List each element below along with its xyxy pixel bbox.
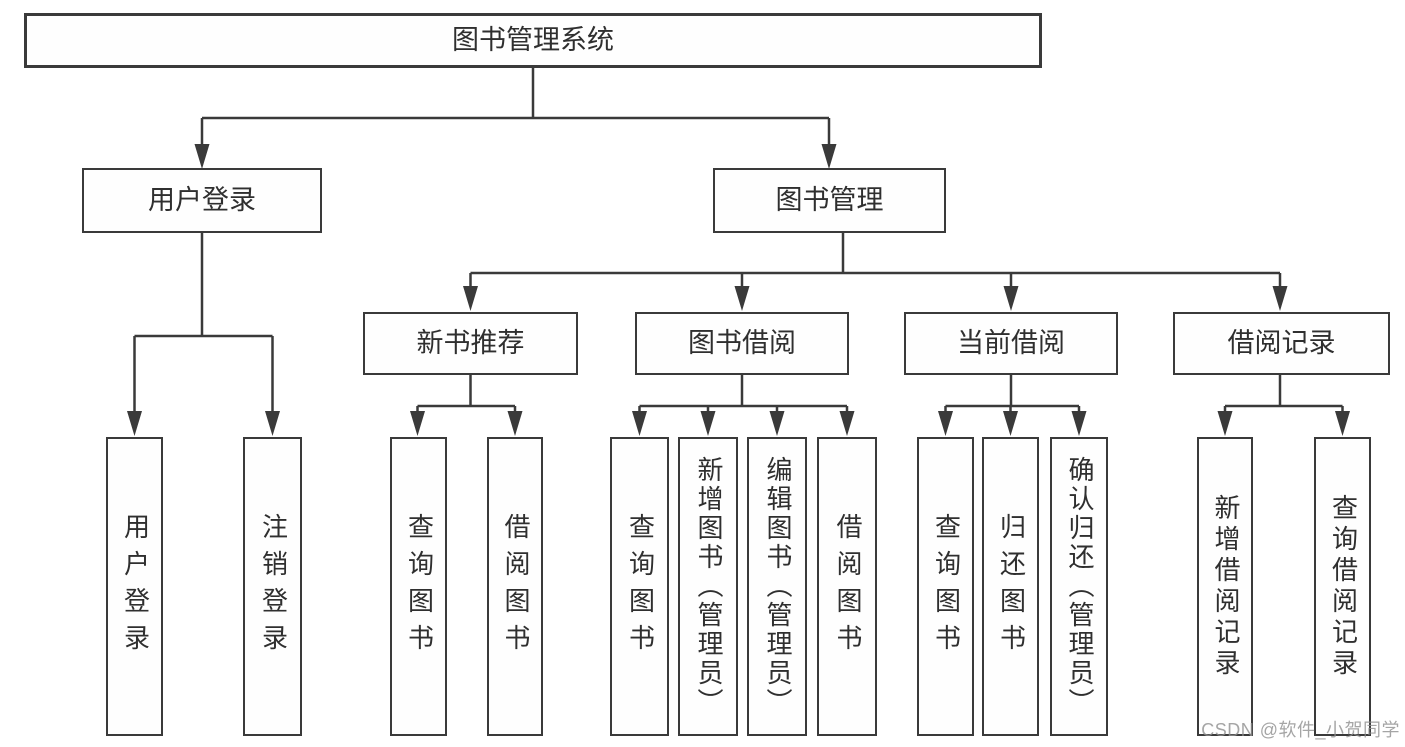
leaf-query-books-borrowing: 查询图书 [610,437,669,736]
node-root-system-label: 图书管理系统 [452,24,614,55]
leaf-edit-books-admin-label: 编辑图书（管理员） [762,456,793,717]
leaf-logout-label: 注销登录 [258,512,289,661]
edge-newbookrec-to-leaves [416,375,517,412]
leaf-confirm-return-admin-label: 确认归还（管理员） [1064,456,1095,717]
edge-borrowingrecords-to-leaves [1223,375,1344,412]
node-user-login-label: 用户登录 [148,184,256,215]
node-root-system: 图书管理系统 [24,13,1042,68]
arrowheads [127,144,1350,436]
csdn-watermark: CSDN @软件_小贺同学 [1201,720,1400,740]
node-user-login: 用户登录 [82,168,322,233]
leaf-borrow-books-borrowing-label: 借阅图书 [832,512,863,661]
node-new-book-recommend: 新书推荐 [363,312,578,375]
leaf-query-books-current-label: 查询图书 [931,512,962,661]
leaf-user-login-label: 用户登录 [120,512,151,661]
edge-bookmgmt-to-level2 [469,233,1282,287]
leaf-return-books: 归还图书 [982,437,1039,736]
leaf-query-books-recommend: 查询图书 [390,437,447,736]
leaf-query-books-borrowing-label: 查询图书 [625,512,656,661]
node-book-management: 图书管理 [713,168,946,233]
node-new-book-recommend-label: 新书推荐 [416,327,525,358]
leaf-user-login: 用户登录 [106,437,163,736]
leaf-query-borrow-record: 查询借阅记录 [1314,437,1371,736]
node-borrowing-records-label: 借阅记录 [1227,327,1336,358]
edge-userlogin-to-leaves [133,233,274,412]
leaf-add-borrow-record-label: 新增借阅记录 [1210,493,1241,680]
leaf-borrow-books-borrowing: 借阅图书 [817,437,877,736]
leaf-confirm-return-admin: 确认归还（管理员） [1050,437,1108,736]
leaf-query-borrow-record-label: 查询借阅记录 [1328,493,1359,680]
leaf-add-books-admin-label: 新增图书（管理员） [693,456,724,717]
leaf-logout: 注销登录 [243,437,302,736]
node-current-borrowing-label: 当前借阅 [957,327,1065,358]
node-borrowing-records: 借阅记录 [1173,312,1390,375]
leaf-add-borrow-record: 新增借阅记录 [1197,437,1253,736]
edge-root-to-level1 [200,68,831,144]
leaf-return-books-label: 归还图书 [996,512,1027,661]
leaf-borrow-books-recommend-label: 借阅图书 [500,512,531,661]
node-book-management-label: 图书管理 [775,184,884,215]
leaf-borrow-books-recommend: 借阅图书 [487,437,543,736]
edge-bookborrowing-to-leaves [638,375,849,412]
leaf-add-books-admin: 新增图书（管理员） [678,437,738,736]
edge-currentborrowing-to-leaves [944,375,1081,412]
node-current-borrowing: 当前借阅 [904,312,1118,375]
node-book-borrowing-label: 图书借阅 [688,327,796,358]
node-book-borrowing: 图书借阅 [635,312,849,375]
leaf-edit-books-admin: 编辑图书（管理员） [747,437,807,736]
leaf-query-books-recommend-label: 查询图书 [404,512,435,661]
leaf-query-books-current: 查询图书 [917,437,974,736]
